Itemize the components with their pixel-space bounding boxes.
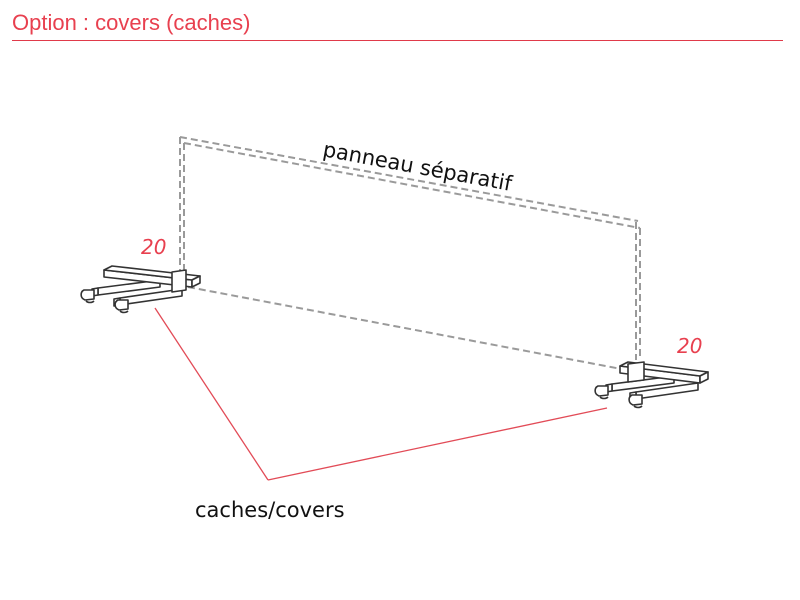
left-foot (80, 265, 201, 314)
right-foot (594, 361, 709, 409)
page-title: Option : covers (caches) (12, 10, 251, 35)
dimension-label-right: 20 (677, 334, 702, 358)
dimension-label-left: 20 (141, 235, 166, 259)
separator-panel-outline (179, 136, 641, 372)
page-header: Option : covers (caches) (12, 8, 783, 41)
covers-callout-lines (154, 307, 608, 481)
covers-label: caches/covers (195, 498, 345, 522)
